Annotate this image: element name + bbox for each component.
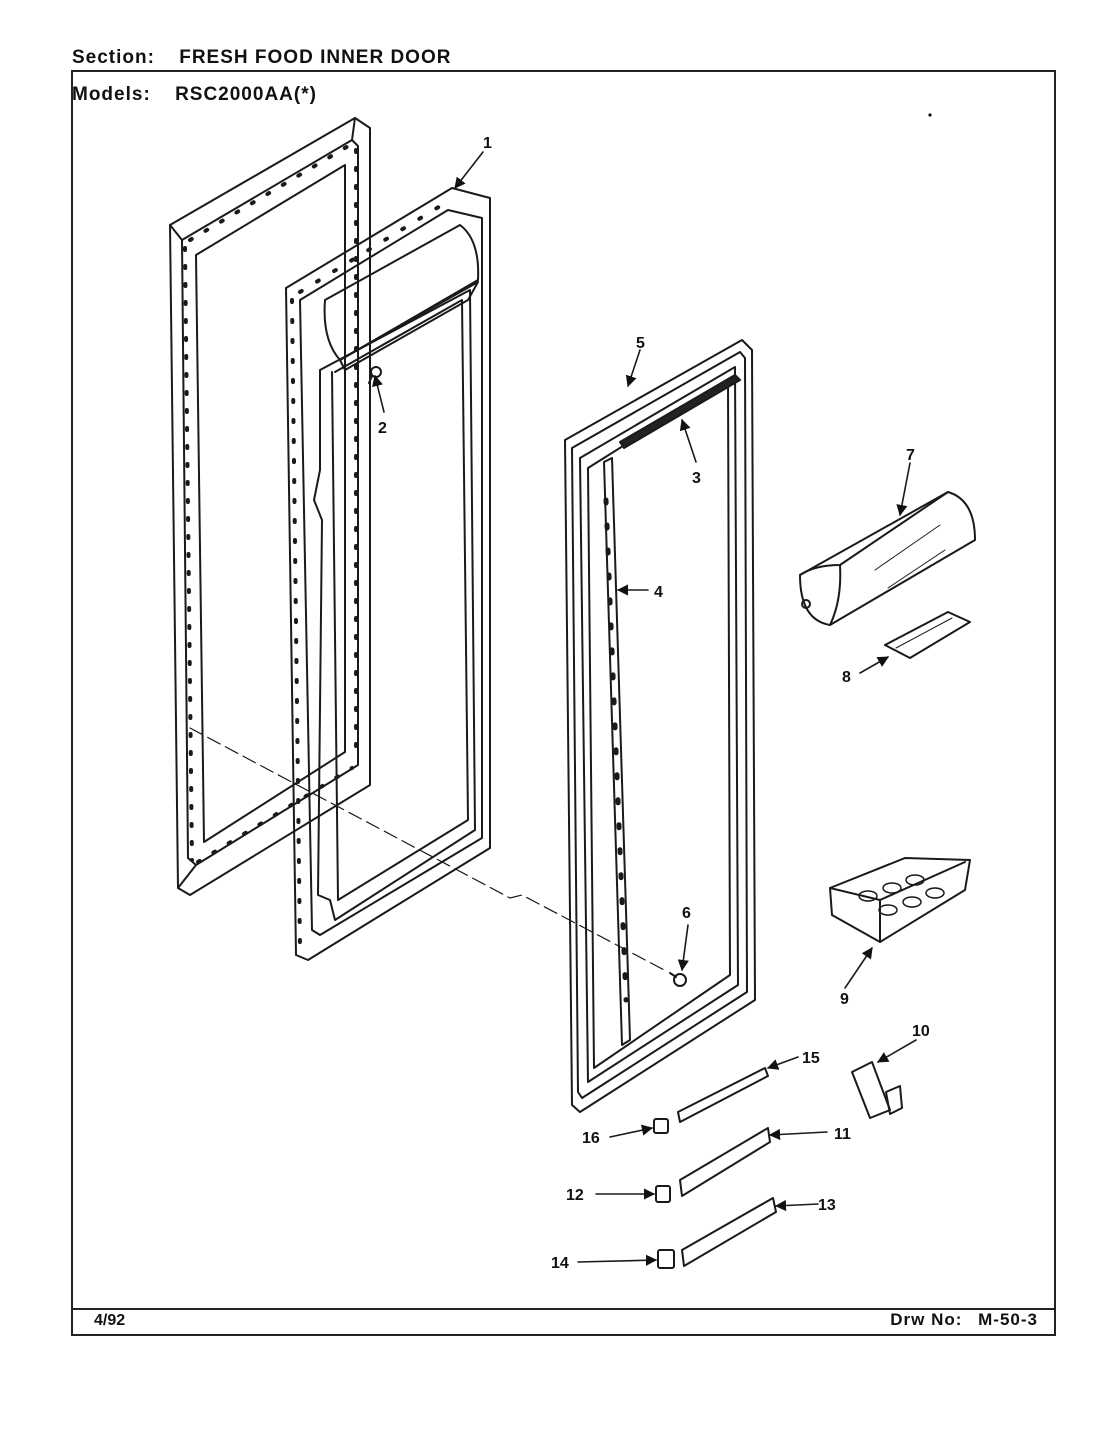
callout-9: 9 [840, 991, 849, 1008]
part-16-end-cap [653, 1118, 669, 1134]
part-13-trim-strip [681, 1197, 777, 1267]
footer-divider [71, 1308, 1056, 1310]
models-value: RSC2000AA(*) [175, 84, 317, 105]
section-value: FRESH FOOD INNER DOOR [179, 47, 452, 68]
part-15-trim-strip [677, 1067, 769, 1123]
section-label: Section: [72, 47, 155, 68]
alignment-line [189, 727, 669, 973]
callout-5: 5 [636, 335, 645, 352]
callout-1: 1 [483, 135, 492, 152]
drawing-date: 4/92 [94, 1312, 126, 1329]
callout-11: 11 [834, 1126, 851, 1143]
outer-door-frame [169, 117, 371, 896]
callout-7: 7 [906, 447, 915, 464]
callout-3: 3 [692, 470, 701, 487]
inner-door-liner [285, 187, 491, 961]
drawing-number: Drw No: M-50-3 [890, 1310, 1038, 1330]
leader-lines [372, 151, 917, 1266]
callout-8: 8 [842, 669, 851, 686]
callout-6: 6 [682, 905, 691, 922]
callout-13: 13 [818, 1197, 836, 1214]
part-6-screw [669, 972, 687, 987]
callout-16: 16 [582, 1130, 600, 1147]
part-11-trim-strip [679, 1127, 771, 1197]
part-8-tray [884, 611, 971, 659]
part-7-dairy-cover [799, 491, 976, 626]
part-9-egg-bin [829, 857, 971, 943]
drawing-number-value: M-50-3 [978, 1310, 1038, 1329]
part-12-end-cap [655, 1185, 671, 1203]
callout-14: 14 [551, 1255, 569, 1272]
callout-2: 2 [378, 420, 387, 437]
drawing-number-label: Drw No: [890, 1310, 963, 1329]
models-title: Models: RSC2000AA(*) [72, 84, 317, 106]
callout-12: 12 [566, 1187, 584, 1204]
part-10-latch [851, 1061, 903, 1119]
callout-15: 15 [802, 1050, 820, 1067]
part-4-side-rail [603, 457, 631, 1046]
part-5-door-gasket [564, 339, 756, 1113]
callout-numbers: 1 2 3 4 5 6 7 8 9 10 11 12 13 14 15 16 [378, 135, 930, 1272]
callout-10: 10 [912, 1023, 930, 1040]
section-title: Section: FRESH FOOD INNER DOOR [72, 47, 451, 69]
drawing-frame [71, 70, 1056, 1336]
callout-4: 4 [654, 584, 663, 601]
stray-dot [928, 113, 932, 117]
part-3-top-rail [619, 374, 741, 449]
models-label: Models: [72, 84, 151, 105]
part-14-end-cap [657, 1249, 675, 1269]
